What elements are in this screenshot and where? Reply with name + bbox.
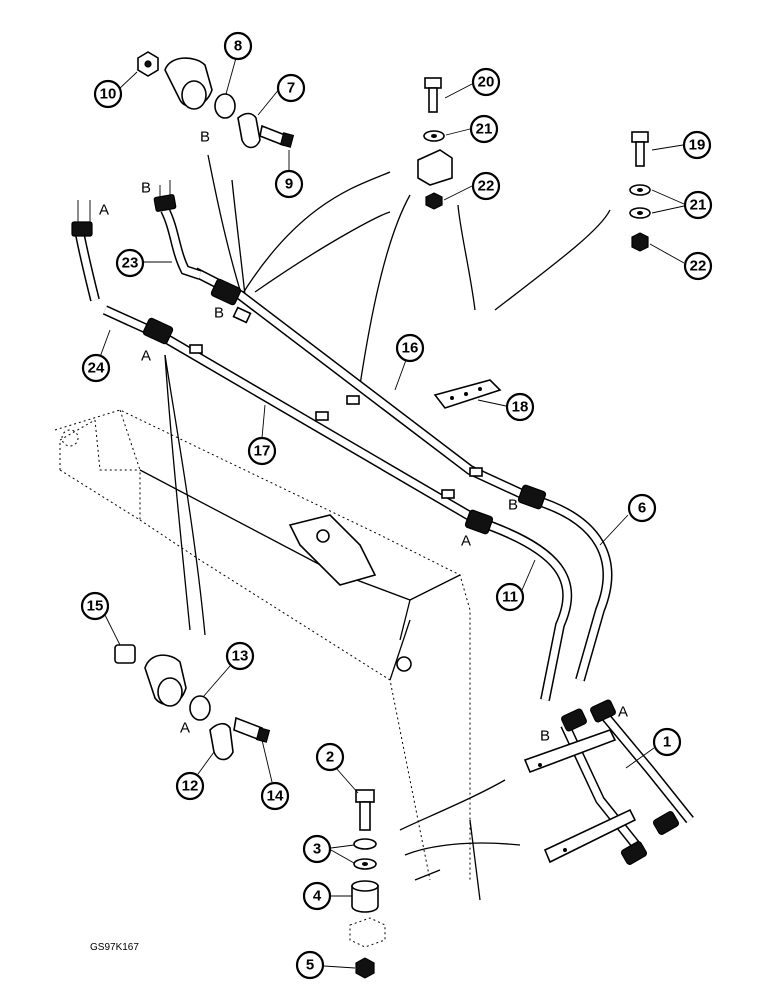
callout-16-label: 16 <box>402 340 419 357</box>
bolt-stack-20 <box>417 77 453 210</box>
callout-14-label: 14 <box>267 788 284 805</box>
callout-10 <box>93 79 123 109</box>
callout-18-label: 18 <box>512 399 529 416</box>
port-a-lower: A <box>618 704 628 721</box>
callout-6-label: 6 <box>638 500 646 517</box>
port-b-hose: B <box>141 180 151 197</box>
bottom-flange-assembly <box>114 644 271 761</box>
callout-8-label: 8 <box>234 38 242 55</box>
fittings <box>71 194 680 865</box>
port-a-joint: A <box>461 533 471 550</box>
callout-21b-label: 21 <box>690 197 707 214</box>
callout-5-label: 5 <box>306 957 314 974</box>
port-a-flange: A <box>180 720 190 737</box>
port-b-flange: B <box>200 129 210 146</box>
port-a-hose: A <box>99 202 109 219</box>
bracket-plate-18 <box>433 379 502 409</box>
port-b-lower: B <box>540 728 550 745</box>
port-b-pipe: B <box>214 305 224 322</box>
lower-brackets <box>523 729 637 864</box>
callout-3-label: 3 <box>313 841 321 858</box>
port-labels: B B A B A B A B A A <box>99 129 628 745</box>
callout-4-label: 4 <box>313 888 322 905</box>
callout-21-label: 21 <box>476 121 493 138</box>
drawing-code: GS97K167 <box>90 942 139 953</box>
port-a-pipe: A <box>141 348 151 365</box>
callout-23-label: 23 <box>122 255 139 272</box>
bolt-stack-2 <box>349 789 386 979</box>
callout-24-label: 24 <box>88 360 105 377</box>
callouts: 10 8 7 9 20 21 22 19 21 <box>80 31 713 980</box>
hose-23 <box>159 180 202 280</box>
callout-22b-label: 22 <box>690 258 707 275</box>
callout-9-label: 9 <box>285 176 293 193</box>
port-b-joint: B <box>508 497 518 514</box>
callout-7-label: 7 <box>287 80 295 97</box>
pipe-brackets <box>189 306 483 499</box>
callout-1-label: 1 <box>663 734 671 751</box>
callout-20-label: 20 <box>478 74 495 91</box>
bolt-stack-19 <box>629 131 651 252</box>
callout-2-label: 2 <box>326 749 334 766</box>
leader-lines <box>164 154 611 856</box>
callout-15-label: 15 <box>87 598 104 615</box>
callout-22-label: 22 <box>478 178 495 195</box>
callout-10-label: 10 <box>100 86 117 103</box>
top-flange-assembly <box>137 51 295 149</box>
callout-19-label: 19 <box>689 137 706 154</box>
callout-17-label: 17 <box>254 443 271 460</box>
hose-24 <box>75 200 100 302</box>
callout-13-label: 13 <box>232 648 249 665</box>
boom-outline <box>54 409 481 901</box>
callout-12-label: 12 <box>182 778 199 795</box>
callout-11-label: 11 <box>502 589 518 606</box>
